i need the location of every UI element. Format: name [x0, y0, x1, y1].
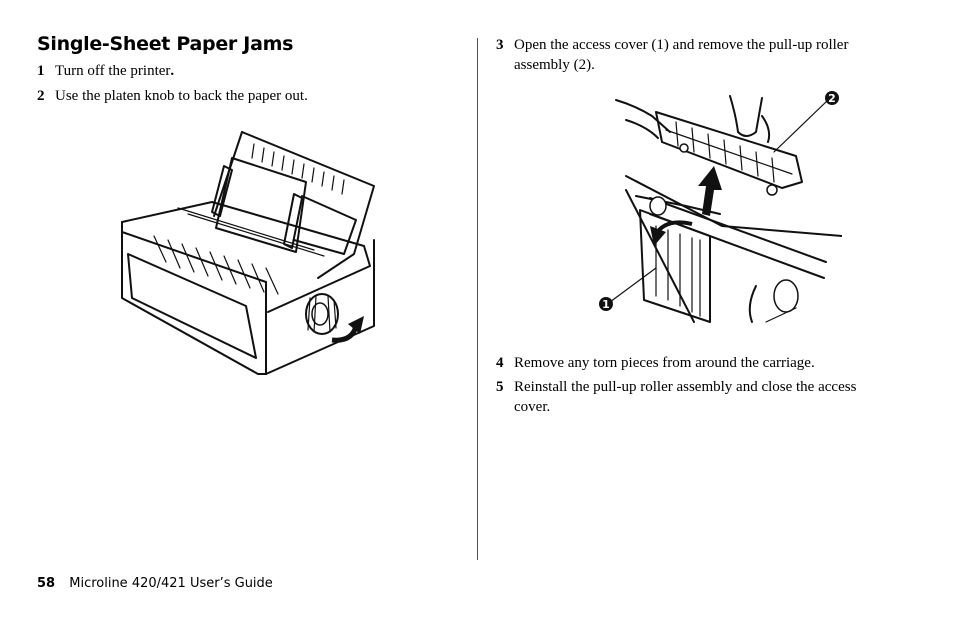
guide-title: Microline 420/421 User’s Guide	[69, 576, 273, 591]
step-number: 2	[37, 88, 45, 104]
step-text: Open the access cover (1) and remove the…	[514, 37, 849, 73]
page-number: 58	[37, 576, 56, 591]
step-text: Turn off the printer.	[55, 61, 174, 81]
callout-2: 2	[828, 92, 836, 105]
step-text: Use the platen knob to back the paper ou…	[55, 88, 308, 104]
section-title: Single-Sheet Paper Jams	[37, 33, 294, 55]
callout-1: 1	[602, 298, 610, 311]
printer-platen-knob-illustration	[121, 131, 375, 375]
step-text: Reinstall the pull-up roller assembly an…	[514, 379, 857, 415]
step-text-emphasis: .	[170, 63, 175, 79]
column-divider	[477, 38, 478, 560]
roller-assembly-illustration: 2 1	[599, 91, 842, 323]
step-number: 1	[37, 63, 45, 79]
step-number: 5	[496, 379, 504, 395]
step-text-main: Turn off the printer	[55, 63, 171, 79]
step-text: Remove any torn pieces from around the c…	[514, 355, 815, 371]
step-number: 3	[496, 37, 504, 53]
step-number: 4	[496, 355, 504, 371]
page-footer: 58 Microline 420/421 User’s Guide	[37, 576, 273, 591]
